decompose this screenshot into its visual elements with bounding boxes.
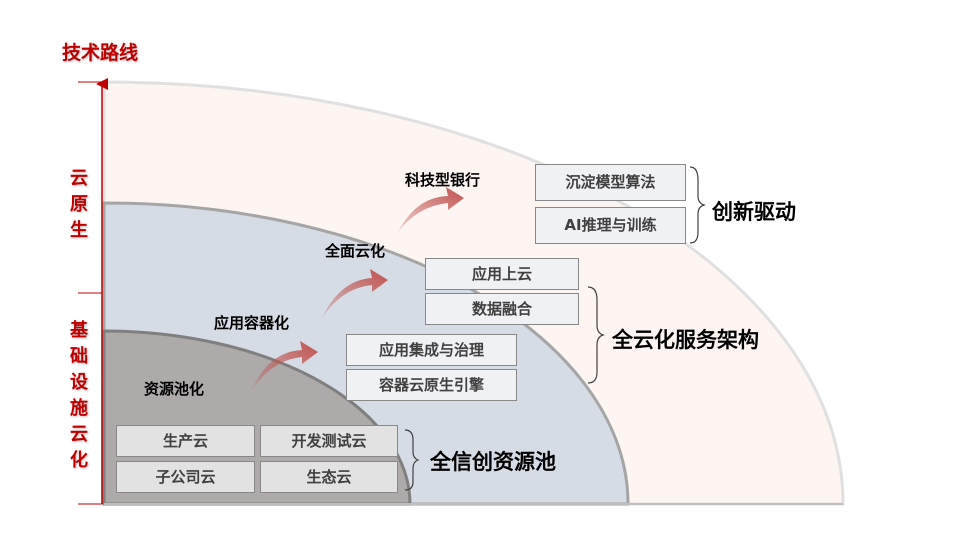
axis-char: 设 [70,372,88,393]
box-data-fusion: 数据融合 [425,293,579,325]
axis-char: 基 [70,320,88,341]
box-ai-inference: AI推理与训练 [535,207,686,244]
page-title: 技术路线 [62,42,139,64]
brace-icon [404,166,706,491]
axis-char: 原 [70,194,88,215]
box-model-algorithms: 沉淀模型算法 [535,164,686,201]
axis-char: 云 [70,168,88,189]
stage-tech-bank: 科技型银行 [405,171,481,189]
stage-full-cloud: 全面云化 [325,242,386,260]
group-label-innovation: 创新驱动 [712,200,796,224]
box-production-cloud: 生产云 [116,425,255,457]
axis-char: 施 [70,398,88,419]
group-label-xinchuang: 全信创资源池 [430,450,556,474]
stage-containerization: 应用容器化 [214,314,290,332]
axis-label-cloud-native: 云 原 生 [67,166,91,244]
box-app-integration: 应用集成与治理 [346,334,517,366]
axis-char: 生 [70,220,88,241]
box-app-cloud: 应用上云 [425,258,579,290]
box-subsidiary-cloud: 子公司云 [116,461,255,493]
axis-char: 化 [70,450,88,471]
box-devtest-cloud: 开发测试云 [260,425,398,457]
box-ecosystem-cloud: 生态云 [260,461,398,493]
box-container-engine: 容器云原生引擎 [346,369,517,401]
inner-layer [102,329,412,506]
stage-resource-pooling: 资源池化 [144,380,205,398]
group-label-full-cloud: 全云化服务架构 [612,328,759,352]
arrow-icon [252,187,464,390]
axis-label-infra-cloud: 基 础 设 施 云 化 [67,318,91,474]
axis-char: 础 [70,346,88,367]
axis-char: 云 [70,424,88,445]
